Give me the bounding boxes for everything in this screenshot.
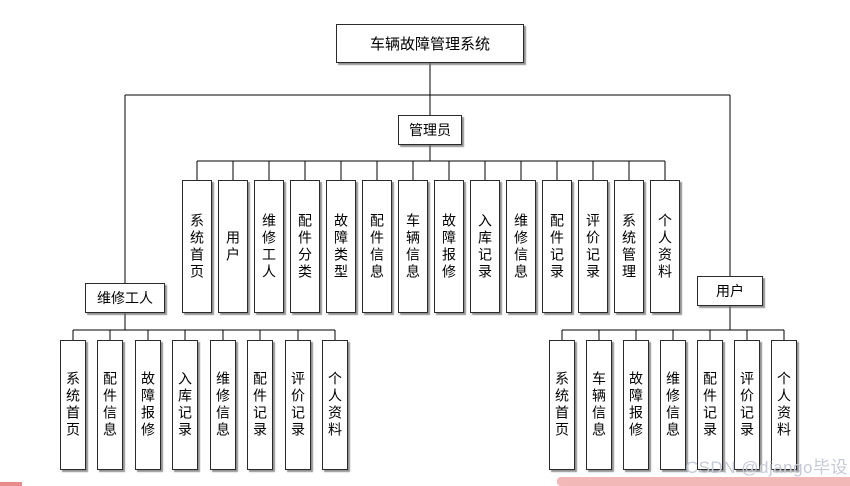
node-label: 故障报修	[140, 371, 156, 439]
node-root: 车辆故障管理系统	[336, 24, 524, 63]
admin-child: 个人资料	[650, 180, 680, 313]
node-label: 评价记录	[739, 371, 755, 439]
node-label: 故障类型	[333, 212, 349, 281]
node-label: 维修工人	[261, 212, 277, 281]
node-admin: 管理员	[398, 115, 462, 145]
admin-child: 用户	[218, 180, 248, 313]
node-label: 配件记录	[702, 371, 718, 439]
node-label: 评价记录	[290, 371, 306, 439]
node-label: 维修信息	[665, 371, 681, 439]
node-label: 车辆信息	[591, 371, 607, 439]
node-label: 车辆故障管理系统	[369, 36, 490, 53]
node-worker: 维修工人	[85, 283, 165, 313]
worker-child: 入库记录	[172, 340, 198, 470]
user-child: 故障报修	[623, 340, 649, 470]
node-label: 配件记录	[252, 371, 268, 439]
worker-child: 个人资料	[322, 340, 348, 470]
admin-child: 故障类型	[326, 180, 356, 313]
node-user: 用户	[697, 276, 763, 306]
node-label: 维修工人	[97, 290, 153, 306]
node-label: 个人资料	[657, 212, 673, 281]
node-label: 个人资料	[327, 371, 343, 439]
user-child: 系统首页	[549, 340, 575, 470]
admin-child: 维修工人	[254, 180, 284, 313]
admin-child: 入库记录	[470, 180, 500, 313]
csdn-watermark: CSDN @django毕设	[685, 458, 848, 477]
user-child: 个人资料	[771, 340, 797, 470]
worker-child: 维修信息	[210, 340, 236, 470]
admin-child: 评价记录	[578, 180, 608, 313]
node-label: 系统首页	[65, 371, 81, 439]
user-child: 维修信息	[660, 340, 686, 470]
node-label: 系统管理	[621, 212, 637, 281]
worker-child: 故障报修	[135, 340, 161, 470]
node-label: 系统首页	[189, 212, 205, 281]
worker-child: 评价记录	[285, 340, 311, 470]
admin-child: 系统首页	[182, 180, 212, 313]
user-child: 车辆信息	[586, 340, 612, 470]
node-label: 配件信息	[102, 371, 118, 439]
node-label: 系统首页	[554, 371, 570, 439]
node-label: 维修信息	[215, 371, 231, 439]
node-label: 入库记录	[477, 212, 493, 281]
worker-child: 配件记录	[247, 340, 273, 470]
admin-child: 故障报修	[434, 180, 464, 313]
admin-child: 维修信息	[506, 180, 536, 313]
admin-child: 配件分类	[290, 180, 320, 313]
watermark-bar-red	[0, 482, 22, 486]
node-label: 管理员	[409, 122, 451, 138]
node-label: 故障报修	[441, 212, 457, 281]
node-label: 评价记录	[585, 212, 601, 281]
node-label: 配件分类	[297, 212, 313, 281]
node-label: 配件信息	[369, 212, 385, 281]
worker-child: 系统首页	[60, 340, 86, 470]
admin-child: 配件记录	[542, 180, 572, 313]
node-label: 入库记录	[177, 371, 193, 439]
node-label: 维修信息	[513, 212, 529, 281]
admin-child: 系统管理	[614, 180, 644, 313]
watermark-bar-pink	[557, 477, 850, 486]
admin-child: 配件信息	[362, 180, 392, 313]
node-label: 个人资料	[776, 371, 792, 439]
node-label: 配件记录	[549, 212, 565, 281]
node-label: 用户	[225, 229, 241, 264]
user-child: 配件记录	[697, 340, 723, 470]
node-label: 用户	[716, 283, 744, 299]
node-label: 故障报修	[628, 371, 644, 439]
worker-child: 配件信息	[97, 340, 123, 470]
user-child: 评价记录	[734, 340, 760, 470]
node-label: 车辆信息	[405, 212, 421, 281]
admin-child: 车辆信息	[398, 180, 428, 313]
